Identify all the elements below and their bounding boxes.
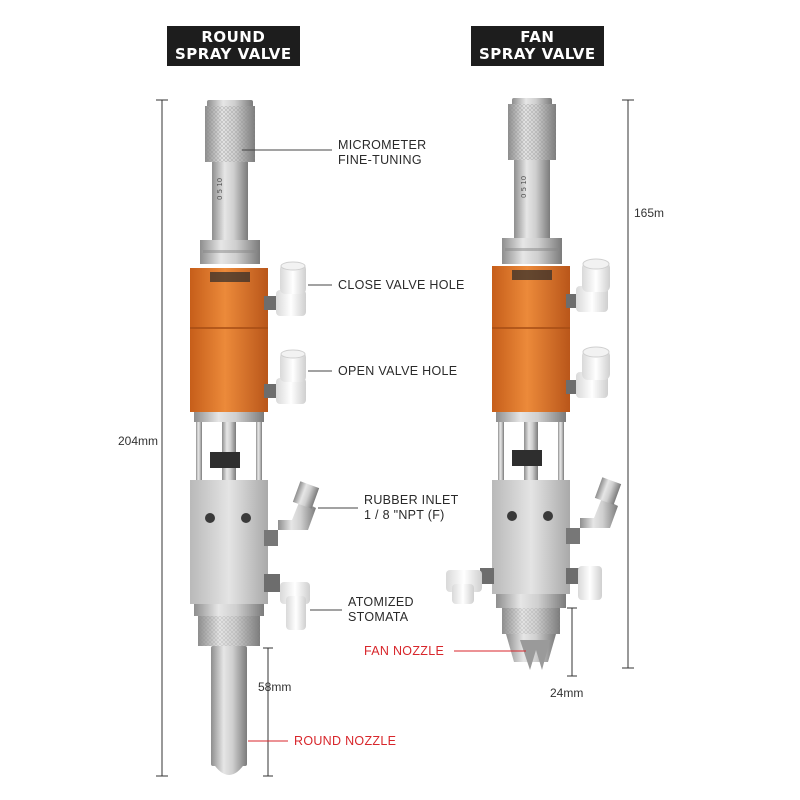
round-spray-valve: 0 5 10 bbox=[190, 100, 320, 775]
fan-title-line2: SPRAY VALVE bbox=[479, 45, 596, 63]
micrometer-label-line2: FINE-TUNING bbox=[338, 153, 422, 167]
fan-nozzle-label: FAN NOZZLE bbox=[364, 644, 445, 658]
fan-nozzle-length: 24mm bbox=[550, 686, 584, 700]
leader-lines bbox=[242, 149, 526, 742]
atomized-label-line2: STOMATA bbox=[348, 610, 409, 624]
micrometer-label: MICROMETER FINE-TUNING bbox=[338, 138, 426, 168]
svg-text:0 5 10: 0 5 10 bbox=[520, 176, 528, 198]
fan-spray-valve: 0 5 10 bbox=[446, 98, 622, 670]
fan-spray-valve-title: FAN SPRAY VALVE bbox=[471, 26, 604, 66]
round-nozzle-label: ROUND NOZZLE bbox=[294, 734, 397, 748]
fan-total-length: 165m bbox=[634, 206, 665, 220]
round-title-line2: SPRAY VALVE bbox=[175, 45, 292, 63]
round-title-line1: ROUND bbox=[201, 28, 266, 46]
rubber-inlet-label: RUBBER INLET 1 / 8 "NPT (F) bbox=[364, 493, 459, 523]
rubber-inlet-label-line1: RUBBER INLET bbox=[364, 493, 459, 507]
atomized-stomata-label: ATOMIZED STOMATA bbox=[348, 595, 414, 625]
dimension-lines bbox=[156, 99, 634, 777]
round-spray-valve-title: ROUND SPRAY VALVE bbox=[167, 26, 300, 66]
round-nozzle-length: 58mm bbox=[258, 680, 292, 694]
fan-title-line1: FAN bbox=[520, 28, 555, 46]
open-valve-hole-label: OPEN VALVE HOLE bbox=[338, 364, 458, 378]
close-valve-hole-label: CLOSE VALVE HOLE bbox=[338, 278, 465, 292]
micrometer-label-line1: MICROMETER bbox=[338, 138, 427, 152]
svg-text:0 5 10: 0 5 10 bbox=[216, 178, 224, 200]
rubber-inlet-label-line2: 1 / 8 "NPT (F) bbox=[364, 508, 445, 522]
round-total-length: 204mm bbox=[118, 434, 159, 448]
atomized-label-line1: ATOMIZED bbox=[348, 595, 414, 609]
